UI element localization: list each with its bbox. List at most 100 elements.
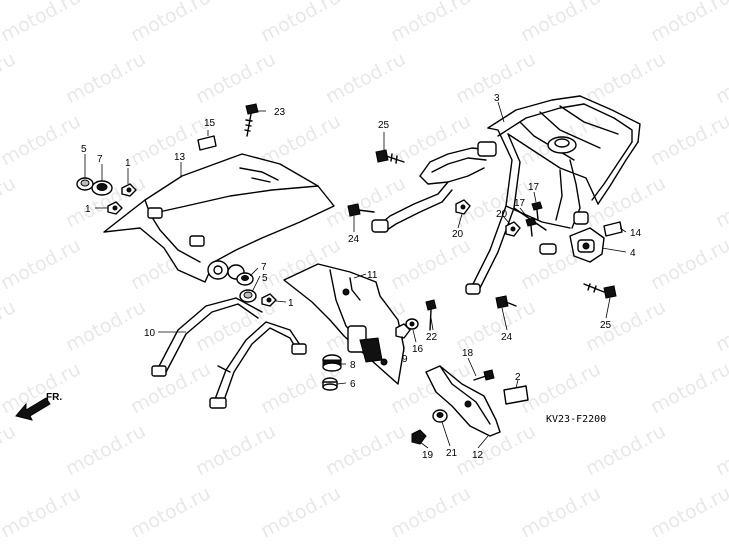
watermark-text: motod.ru [62, 420, 149, 480]
watermark-text: motod.ru [517, 358, 604, 418]
part-clip-1c[interactable] [261, 293, 277, 307]
callout-23: 23 [274, 107, 286, 118]
part-bolt-24a[interactable] [347, 203, 375, 217]
callout-17a: 17 [528, 182, 540, 193]
part-rear-carrier-3[interactable] [371, 95, 641, 295]
watermark-text: motod.ru [582, 420, 669, 480]
part-collar-5b[interactable] [239, 289, 257, 303]
leader-lines [84, 101, 627, 449]
watermark-text: motod.ru [127, 482, 214, 542]
part-license-bracket-12[interactable] [425, 365, 501, 437]
diagram-code: KV23-F2200 [546, 414, 606, 425]
callout-20a: 20 [452, 229, 464, 240]
part-collar-5a[interactable] [76, 177, 94, 191]
part-bolt-18[interactable] [473, 369, 495, 381]
callout-12: 12 [472, 450, 484, 461]
callout-3: 3 [494, 93, 500, 104]
part-bolt-24b[interactable] [495, 295, 517, 309]
part-nut-19[interactable] [411, 429, 427, 445]
watermark-text: motod.ru [582, 48, 669, 108]
watermark-text: motod.ru [192, 48, 279, 108]
part-screw-17b[interactable] [525, 217, 537, 237]
watermark-text: motod.ru [62, 48, 149, 108]
part-bracket-10[interactable] [151, 297, 307, 409]
watermark-text: motod.ru [127, 358, 214, 418]
callout-18: 18 [462, 348, 474, 359]
watermark-text: motod.ru [0, 358, 84, 418]
callout-4: 4 [630, 248, 636, 259]
callout-10: 10 [144, 328, 156, 339]
part-bolt-23[interactable] [244, 103, 259, 137]
callout-15: 15 [204, 118, 216, 129]
part-bolt-25a[interactable] [375, 149, 405, 164]
part-rear-fender[interactable] [103, 153, 335, 283]
watermark-text: motod.ru [582, 172, 669, 232]
watermark-text: motod.ru [127, 0, 214, 46]
part-plate-2[interactable] [503, 385, 529, 405]
callout-2: 2 [515, 372, 521, 383]
callout-20b: 20 [496, 209, 508, 220]
part-washer-21[interactable] [432, 409, 448, 423]
callout-13: 13 [174, 152, 186, 163]
callout-5a: 5 [81, 144, 87, 155]
callout-11: 11 [367, 270, 378, 281]
callout-24b: 24 [501, 332, 513, 343]
watermark-text: motod.ru [257, 482, 344, 542]
callout-labels: 23 15 13 5 7 1 1 7 5 1 10 11 8 6 9 16 22… [81, 93, 642, 461]
callout-21: 21 [446, 448, 458, 459]
part-washer-7b[interactable] [236, 272, 254, 286]
watermark-text: motod.ru [0, 172, 19, 232]
part-washer-7a[interactable] [91, 180, 113, 196]
watermark-text: motod.ru [517, 0, 604, 46]
callout-6b: 6 [350, 379, 356, 390]
part-nut-20b[interactable] [505, 221, 521, 237]
watermark-text: motod.ru [647, 234, 729, 294]
part-inner-fender-11[interactable] [283, 263, 405, 385]
callout-1a: 1 [125, 158, 131, 169]
watermark-text: motod.ru [387, 0, 474, 46]
part-plate-14[interactable] [603, 221, 623, 237]
callout-9: 9 [402, 354, 408, 365]
callout-25b: 25 [600, 320, 612, 331]
part-bracket-4[interactable] [569, 227, 605, 263]
part-screw-17a[interactable] [531, 201, 543, 221]
part-bolt-22[interactable] [425, 299, 437, 331]
callout-16: 16 [412, 344, 424, 355]
callout-17b: 17 [514, 198, 526, 209]
callout-7b: 7 [261, 262, 267, 273]
part-clip-1a[interactable] [121, 183, 137, 197]
callout-7a: 7 [97, 154, 103, 165]
watermark-text: motod.ru [647, 0, 729, 46]
part-nut-20a[interactable] [455, 199, 471, 215]
watermark-text: motod.ru [322, 48, 409, 108]
watermark-text: motod.ru [517, 482, 604, 542]
watermark-text: motod.ru [712, 172, 729, 232]
watermark-text: motod.ru [0, 482, 84, 542]
watermark-text: motod.ru [0, 110, 84, 170]
part-bolt-25b[interactable] [583, 283, 617, 299]
part-grommet-8[interactable] [322, 354, 342, 372]
part-plate-15[interactable] [197, 135, 217, 151]
callout-14: 14 [630, 228, 642, 239]
part-washer-16[interactable] [405, 318, 419, 330]
callout-24a: 24 [348, 234, 360, 245]
watermark-text: motod.ru [647, 358, 729, 418]
part-clip-1b[interactable] [107, 201, 123, 215]
callout-25a: 25 [378, 120, 390, 131]
watermark-text: motod.ru [257, 0, 344, 46]
part-nut-9[interactable] [395, 323, 411, 339]
watermark-text: motod.ru [387, 482, 474, 542]
watermark-text: motod.ru [0, 420, 19, 480]
callout-5b: 5 [262, 273, 268, 284]
watermark-text: motod.ru [387, 234, 474, 294]
callout-1c: 1 [288, 298, 294, 309]
callout-19: 19 [422, 450, 434, 461]
part-collar-6b[interactable] [322, 377, 338, 391]
watermark-text: motod.ru [712, 48, 729, 108]
watermark-text: motod.ru [322, 420, 409, 480]
watermark-text: motod.ru [0, 234, 84, 294]
watermark-text: motod.ru [712, 420, 729, 480]
front-marker-label: FR. [46, 392, 62, 403]
